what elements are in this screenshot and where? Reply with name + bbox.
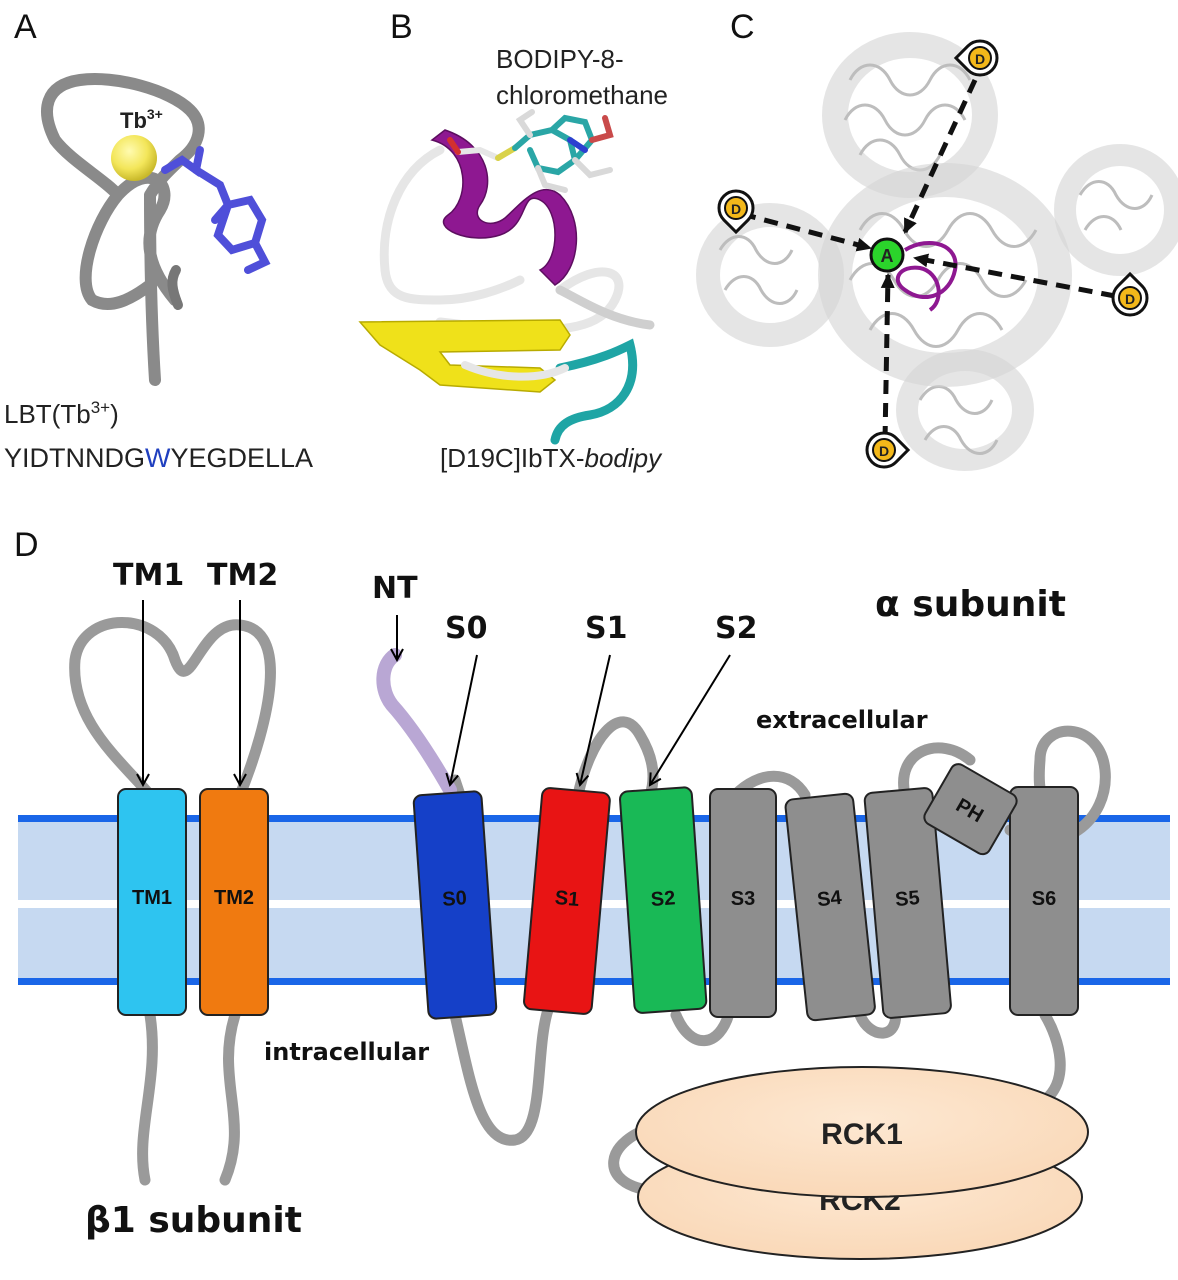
s1-helix: S1 (523, 787, 611, 1015)
tm2-helix: TM2 (199, 788, 269, 1016)
toxin-beta-sheet (358, 319, 571, 393)
s6-helix: S6 (1009, 786, 1079, 1016)
svg-text:D: D (975, 51, 985, 67)
svg-text:S2: S2 (650, 887, 676, 911)
svg-text:S1: S1 (554, 887, 580, 911)
lbt-construct-label: LBT(Tb3+) (4, 398, 119, 429)
panel-c: C (696, 8, 1178, 471)
bound-toxin-ribbon (895, 240, 958, 312)
donor-marker-left: D (717, 189, 755, 235)
s0-helix: S0 (412, 790, 498, 1020)
panel-b: B BODIPY-8- chloromethane [D19C]IbTX-bod… (358, 8, 668, 473)
s1-arrow (580, 654, 611, 785)
pore-helix: PH (923, 763, 1018, 856)
svg-text:S5: S5 (894, 887, 920, 911)
svg-text:A: A (881, 246, 894, 266)
lbt-sequence: YIDTNNDGWYEGDELLA (4, 443, 313, 473)
bodipy-label-line1: BODIPY-8- (496, 44, 624, 74)
beta-c-tail (219, 1009, 241, 1186)
s0-s1-loop (449, 1004, 554, 1146)
bodipy-dye-sticks (447, 109, 614, 193)
panel-d: D TM1 (14, 526, 1170, 1260)
fret-arrow-top (902, 78, 978, 234)
arrow-labels: TM1 TM2 NT S0 S1 S2 (113, 558, 757, 646)
alpha-subunit-label: α subunit (875, 584, 1066, 625)
ribbon-cluster-center (818, 163, 1072, 387)
svg-text:S4: S4 (816, 887, 844, 912)
panel-d-letter: D (14, 526, 39, 564)
beta1-subunit-label: β1 subunit (85, 1200, 302, 1241)
tb-ion-label: Tb3+ (120, 106, 163, 133)
s1-s2-loop (572, 716, 659, 801)
donor-marker-bottom: D (865, 431, 911, 469)
s0-arrow (450, 654, 478, 785)
tm1-helix: TM1 (117, 788, 187, 1016)
s5-pore-loop (898, 742, 976, 801)
svg-text:RCK1: RCK1 (821, 1118, 903, 1151)
svg-text:S6: S6 (1032, 888, 1056, 910)
s2-arrow-label: S2 (715, 611, 757, 646)
s2-arrow (650, 654, 731, 785)
terbium-ion-sphere (111, 135, 157, 181)
toxin-label: [D19C]IbTX-bodipy (440, 443, 663, 473)
panel-a: A Tb3+ LBT(Tb3+) YIDTNNDGWYEGDELLA (4, 8, 313, 473)
fret-arrow-right (913, 253, 1116, 299)
svg-text:TM1: TM1 (132, 887, 172, 909)
beta-n-tail (137, 1009, 158, 1186)
fret-arrow-bottom (880, 273, 895, 441)
intracellular-label: intracellular (264, 1038, 429, 1066)
tm1-arrow-label: TM1 (113, 558, 184, 593)
tryptophan-sticks (161, 146, 271, 274)
s1-arrow-label: S1 (585, 611, 627, 646)
panel-a-letter: A (14, 8, 37, 46)
s5-helix: S5 (863, 787, 952, 1019)
svg-text:S0: S0 (442, 887, 468, 911)
bodipy-label-line2: chloromethane (496, 80, 668, 110)
nt-tail (376, 648, 457, 797)
svg-text:D: D (879, 443, 889, 459)
channel-tetramer-ribbons (696, 32, 1178, 471)
ribbon-cluster-right (1054, 144, 1178, 276)
s2-s3-link (670, 1004, 736, 1047)
extracellular-label: extracellular (756, 706, 928, 734)
svg-text:D: D (1125, 291, 1135, 307)
svg-text:S3: S3 (731, 888, 755, 910)
s0-arrow-label: S0 (445, 611, 487, 646)
label-arrows (143, 600, 731, 785)
s4-helix: S4 (784, 792, 876, 1022)
rck1-domain: RCK1 (635, 1066, 1089, 1198)
nt-arrow-label: NT (372, 571, 418, 606)
panel-c-letter: C (730, 8, 755, 46)
svg-text:TM2: TM2 (214, 887, 254, 909)
fret-distance-arrows (741, 78, 1116, 441)
s6-c-linker (1039, 1009, 1066, 1106)
s3-helix: S3 (709, 788, 777, 1018)
donor-marker-top: D (953, 39, 999, 77)
panel-b-letter: B (390, 8, 413, 46)
acceptor-marker: A (869, 237, 905, 273)
tm2-arrow-label: TM2 (207, 558, 278, 593)
toxin-alpha-helix (430, 129, 578, 286)
s2-helix: S2 (619, 786, 708, 1014)
donor-marker-right: D (1111, 271, 1149, 317)
svg-text:D: D (731, 201, 741, 217)
beta-extracellular-loop (69, 617, 276, 801)
